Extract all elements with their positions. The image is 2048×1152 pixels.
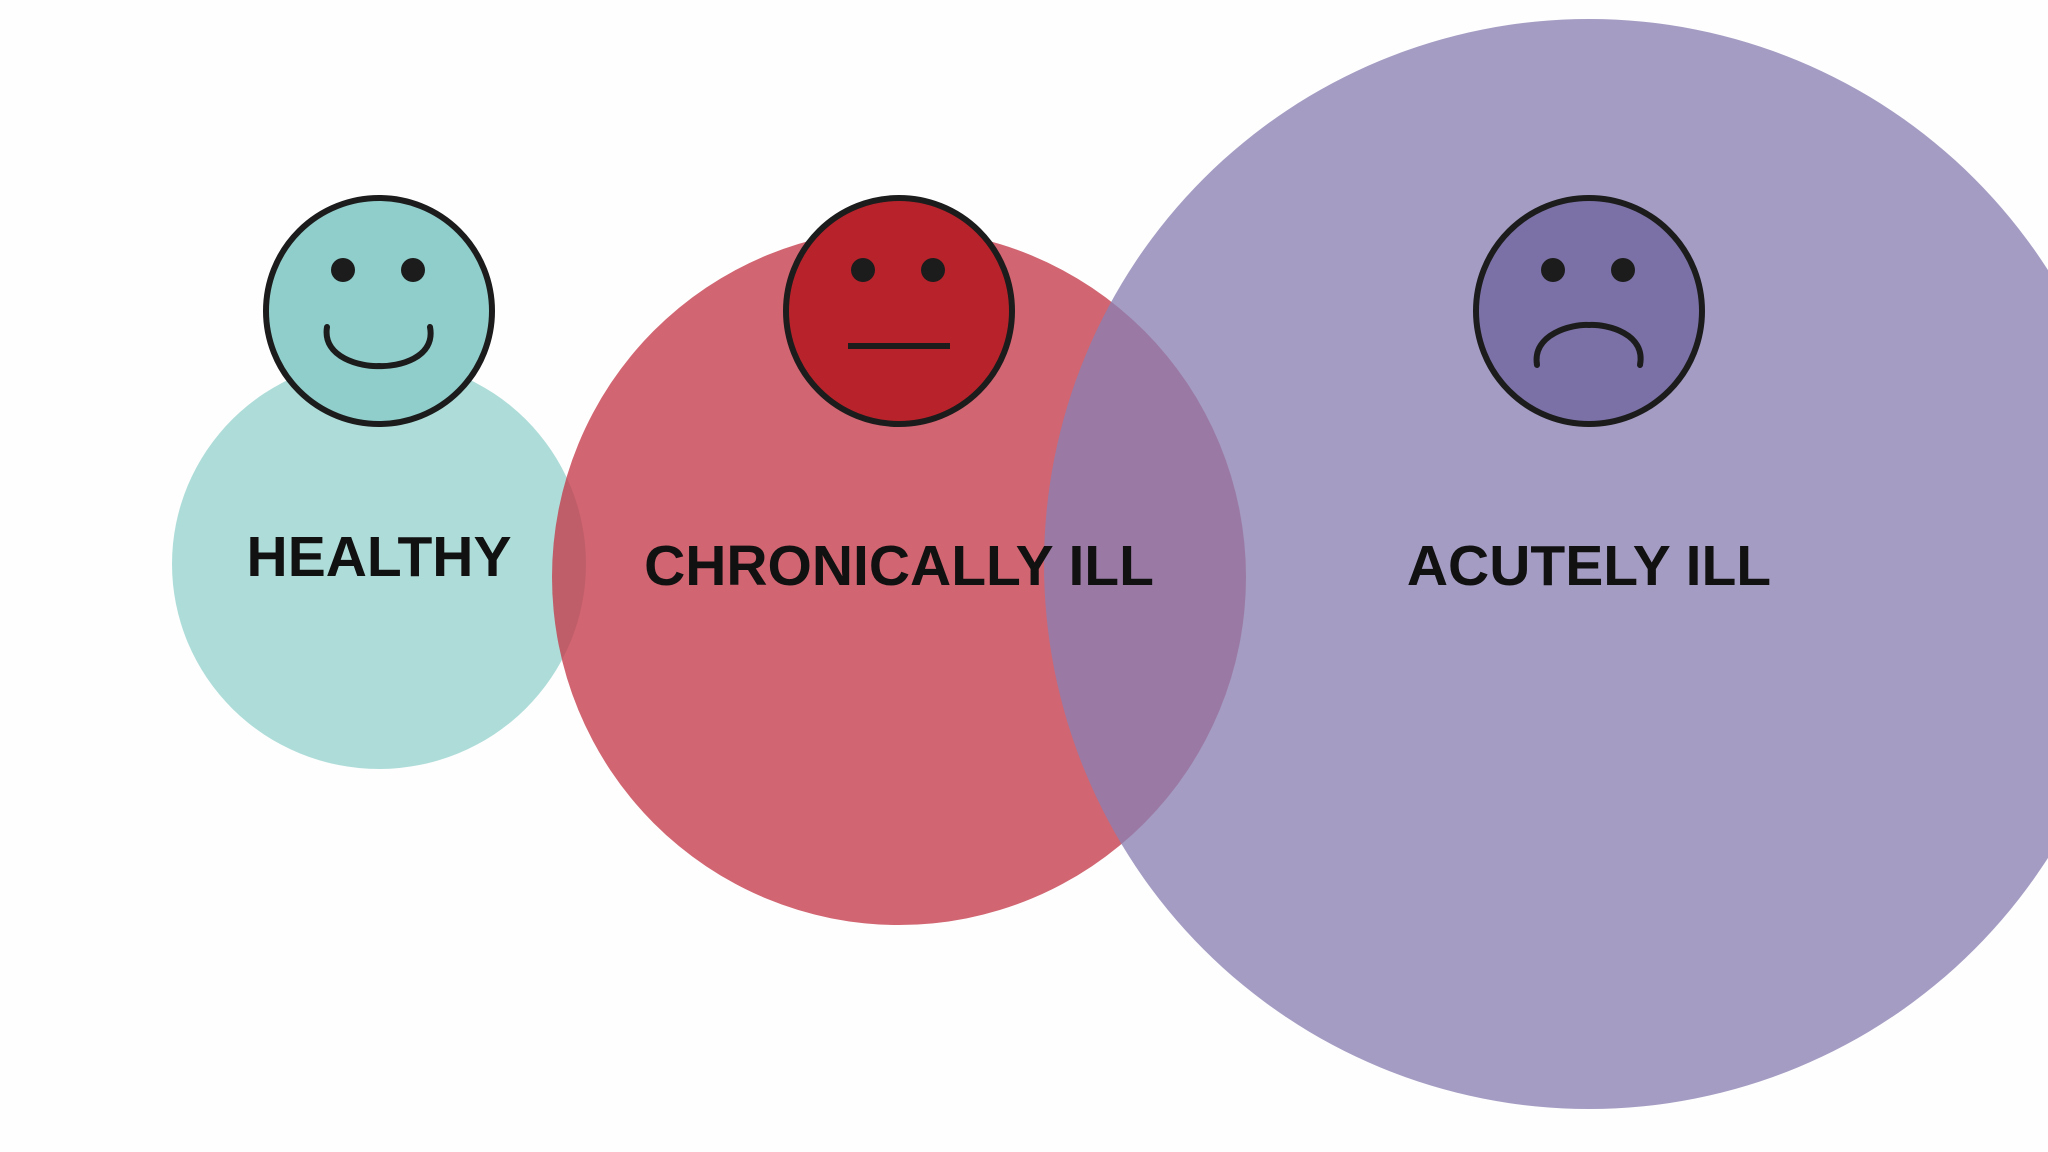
sad-face-icon [1473, 195, 1705, 427]
chronically-ill-label: CHRONICALLY ILL [644, 534, 1154, 598]
smiley-face-icon [263, 195, 495, 427]
neutral-face-icon [783, 195, 1015, 427]
healthy-label: HEALTHY [247, 525, 512, 589]
acutely-ill-label: ACUTELY ILL [1407, 534, 1771, 598]
healthy-circle [172, 359, 586, 769]
acutely-ill-circle [1044, 19, 2048, 1109]
